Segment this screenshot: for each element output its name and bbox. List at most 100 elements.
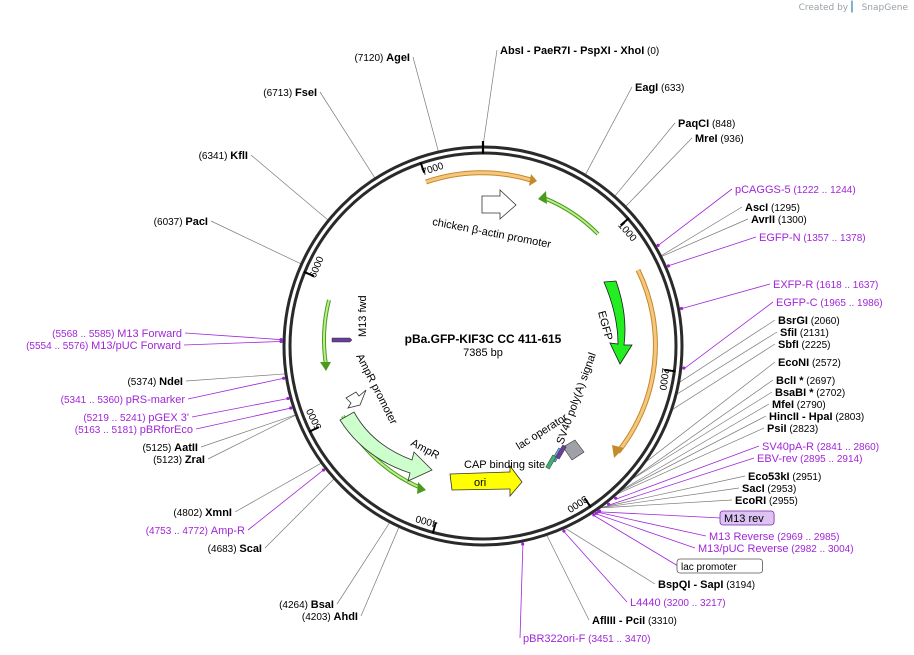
cut-site-xmni: (4802) XmnI: [173, 507, 232, 519]
leader-avrii: [661, 218, 749, 257]
chicken-promoter-arrow: [481, 189, 517, 220]
leader-fsei: [319, 91, 376, 178]
leader-ecori: [600, 499, 733, 509]
cut-site-mrei: MreI (936): [695, 133, 744, 145]
cut-site-text: (1295): [768, 203, 800, 214]
primer-text: EBV-rev: [757, 453, 798, 465]
snapgene-credit: Created by ▎ SnapGene: [799, 2, 908, 13]
primer-mark-egfp-c: [682, 366, 686, 370]
primer-pbr322ori-f: pBR322ori-F (3451 .. 3470): [523, 633, 650, 645]
leader-xmni: [234, 463, 322, 513]
primer-m13-puc-forward: (5554 .. 5576) M13/pUC Forward: [26, 340, 181, 352]
sv40-polya-marker: [562, 439, 585, 461]
primer-mark-m13-forward: [279, 337, 283, 342]
primer-text: (2982 .. 3004): [788, 544, 853, 555]
leader-psii: [617, 427, 765, 495]
cut-site-text: BsaI: [311, 599, 334, 611]
cut-site-psii: PsiI (2823): [767, 423, 818, 435]
primer-amp-r: (4753 .. 4772) Amp-R: [146, 525, 245, 537]
leader-afliii: [546, 535, 590, 621]
cut-site-text: - PspXI: [570, 45, 610, 57]
cut-site-eagi: EagI (633): [635, 82, 684, 94]
primer-text: (2841 .. 2860): [814, 442, 879, 453]
primer-mark-m13-puc-reverse: [594, 511, 598, 515]
primer-leader-lac-promoter: [594, 515, 679, 567]
primer-m13-rev: M13 rev: [724, 513, 764, 525]
cut-site-text: SacI: [742, 483, 765, 495]
cut-site-ahdi: (4203) AhdI: [302, 611, 358, 623]
cut-site-text: - PaeR7I: [524, 45, 570, 57]
cut-site-aatii: (5125) AatII: [142, 442, 198, 454]
primer-text: (2895 .. 2914): [797, 454, 862, 465]
credit-brand: SnapGene: [861, 3, 908, 13]
cut-site-text: BsrGI: [778, 315, 808, 327]
cut-site-bsai: (4264) BsaI: [279, 599, 334, 611]
primer-mark-pgex-3: [286, 396, 290, 401]
primer-leader-egfp-n: [669, 236, 757, 266]
cut-site-text: AvrII: [751, 214, 775, 226]
primer-leader-pcaggs-5: [658, 188, 733, 246]
cut-site-text: MfeI: [772, 399, 794, 411]
purple-small-marker: [555, 444, 567, 460]
egfp-arrow: [603, 280, 633, 365]
leader-bspqi: [565, 527, 656, 585]
primer-leader-egfp-c: [684, 301, 774, 369]
primer-leader-pbrforeco: [195, 407, 290, 430]
primer-mark-egfp-n: [666, 264, 671, 268]
primer-text: pBRforEco: [140, 424, 193, 436]
cut-site-text: HincII: [769, 411, 799, 423]
cut-site-avrii: AvrII (1300): [751, 214, 807, 226]
cut-site-text: AgeI: [386, 52, 410, 64]
cut-site-text: (936): [718, 134, 744, 145]
primer-text: Amp-R: [211, 525, 245, 537]
leader-eagi: [585, 86, 633, 175]
primer-leader-m13-puc-reverse: [596, 513, 696, 549]
tick-5000: [308, 426, 320, 433]
leader-econi: [645, 361, 776, 463]
primer-mark-pbrforeco: [289, 406, 293, 410]
cut-site-text: (6037): [154, 217, 186, 228]
cut-site-text: (2803): [833, 412, 865, 423]
primer-text: (1357 .. 1378): [801, 233, 866, 244]
cut-site-saci: SacI (2953): [742, 483, 796, 495]
cut-site-kfli: (6341) KflI: [199, 150, 248, 162]
tick-label-3000: 3000: [564, 493, 589, 515]
cut-site-eco53ki: Eco53kI (2951): [748, 471, 821, 483]
cut-site-econi: EcoNI (2572): [778, 357, 841, 369]
primer-leader-exfp-r: [682, 283, 771, 309]
primer-text: (1965 .. 1986): [818, 298, 883, 309]
cut-site-mfei: MfeI (2790): [772, 399, 826, 411]
primer-leader-pbr322ori-f: [519, 545, 524, 639]
primer-mark-amp-r: [321, 468, 326, 472]
primer-text: L4440: [630, 597, 661, 609]
cut-site-text: EagI: [635, 82, 658, 94]
primer-text: SV40pA-R: [762, 441, 814, 453]
primer-leader-pgex-3: [191, 398, 288, 418]
leader-saci: [600, 487, 740, 509]
cut-site-text: (4264): [279, 600, 311, 611]
primer-leader-m13-rev: [600, 511, 722, 519]
feature-label-chicken-promoter: chicken β-actin promoter: [431, 216, 552, 251]
primer-text: lac promoter: [681, 562, 737, 573]
primer-text: pBR322ori-F: [523, 633, 586, 645]
tick-label-1000: 1000: [615, 220, 638, 244]
primer-text: pCAGGS-5: [735, 184, 791, 196]
cut-site-text: BclI *: [776, 375, 804, 387]
snapgene-logo-icon: ▎: [851, 2, 859, 13]
tick-1000: [619, 217, 630, 227]
cut-site-text: SbfI: [778, 339, 799, 351]
cut-site-afliii: AflIII - PciI (3310): [592, 615, 677, 627]
primer-leader-m13-reverse: [598, 512, 707, 537]
primer-mark-m13-reverse: [596, 510, 601, 514]
cut-site-text: NdeI: [159, 376, 183, 388]
leader-absi: [482, 49, 498, 147]
primer-text: (5554 .. 5576): [26, 341, 91, 352]
cut-site-sfii: SfiI (2131): [780, 327, 829, 339]
primer-text: (4753 .. 4772): [146, 526, 211, 537]
cut-site-text: (2790): [794, 400, 826, 411]
primer-text: EGFP-N: [759, 232, 801, 244]
feature-label-egfp: EGFP: [595, 310, 614, 342]
primer-m13-reverse: M13 Reverse (2969 .. 2985): [709, 531, 839, 543]
cut-site-text: PacI: [185, 216, 208, 228]
